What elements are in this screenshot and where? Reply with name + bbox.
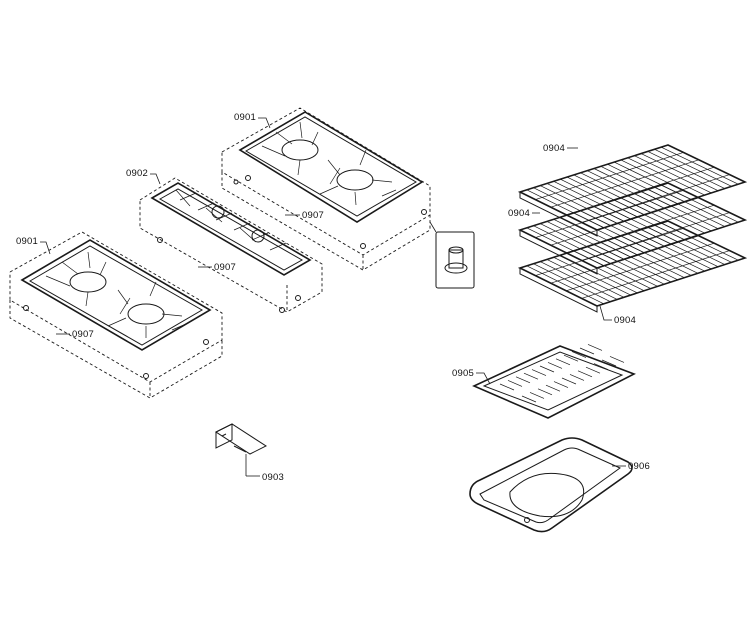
broil-slot [529,392,545,399]
broil-slot [601,359,617,367]
label-0905: 0905 [452,368,474,379]
burner-cap-detail [429,221,475,289]
broil-slot [545,384,561,392]
rack-middle [517,182,748,275]
rack-top [517,144,748,237]
grate-left [9,231,223,399]
label-0902: 0902 [126,168,148,179]
broil-slot [547,362,563,369]
broil-pan [469,437,633,533]
broil-slot [577,370,593,378]
broil-slot [555,358,571,366]
broil-slot [521,395,537,403]
label-0901-left: 0901 [16,236,38,247]
broil-slot [531,369,547,376]
broil-slot [553,381,569,388]
broil-slot [609,356,625,363]
label-0907-left: 0907 [72,329,94,340]
broil-slot [507,380,523,387]
broil-slot [569,374,585,381]
broil-slot [515,376,531,384]
broil-slot [561,377,577,385]
label-0907-middle: 0907 [214,262,236,273]
broil-grid-slots [499,344,625,403]
oven-racks [517,144,748,313]
label-0901-right: 0901 [234,112,256,123]
broil-slot [539,365,555,373]
broil-slot [499,383,515,391]
label-0904-middle: 0904 [508,208,530,219]
broil-slot [593,363,609,370]
label-0904-bottom: 0904 [614,315,636,326]
label-0903: 0903 [262,472,284,483]
broil-slot [587,344,603,351]
rack-bottom [517,220,748,313]
grate-right-top [221,107,431,271]
grate-middle [139,177,323,313]
broil-slot [571,351,587,358]
bracket-part [214,423,268,476]
broil-slot [563,354,579,362]
label-0906: 0906 [628,461,650,472]
broil-slot [537,388,553,396]
label-0907-right: 0907 [302,210,324,221]
broil-grid [472,344,636,419]
broil-slot [523,372,539,380]
label-0904-top: 0904 [543,143,565,154]
broil-slot [579,347,595,355]
broil-slot [585,366,601,374]
